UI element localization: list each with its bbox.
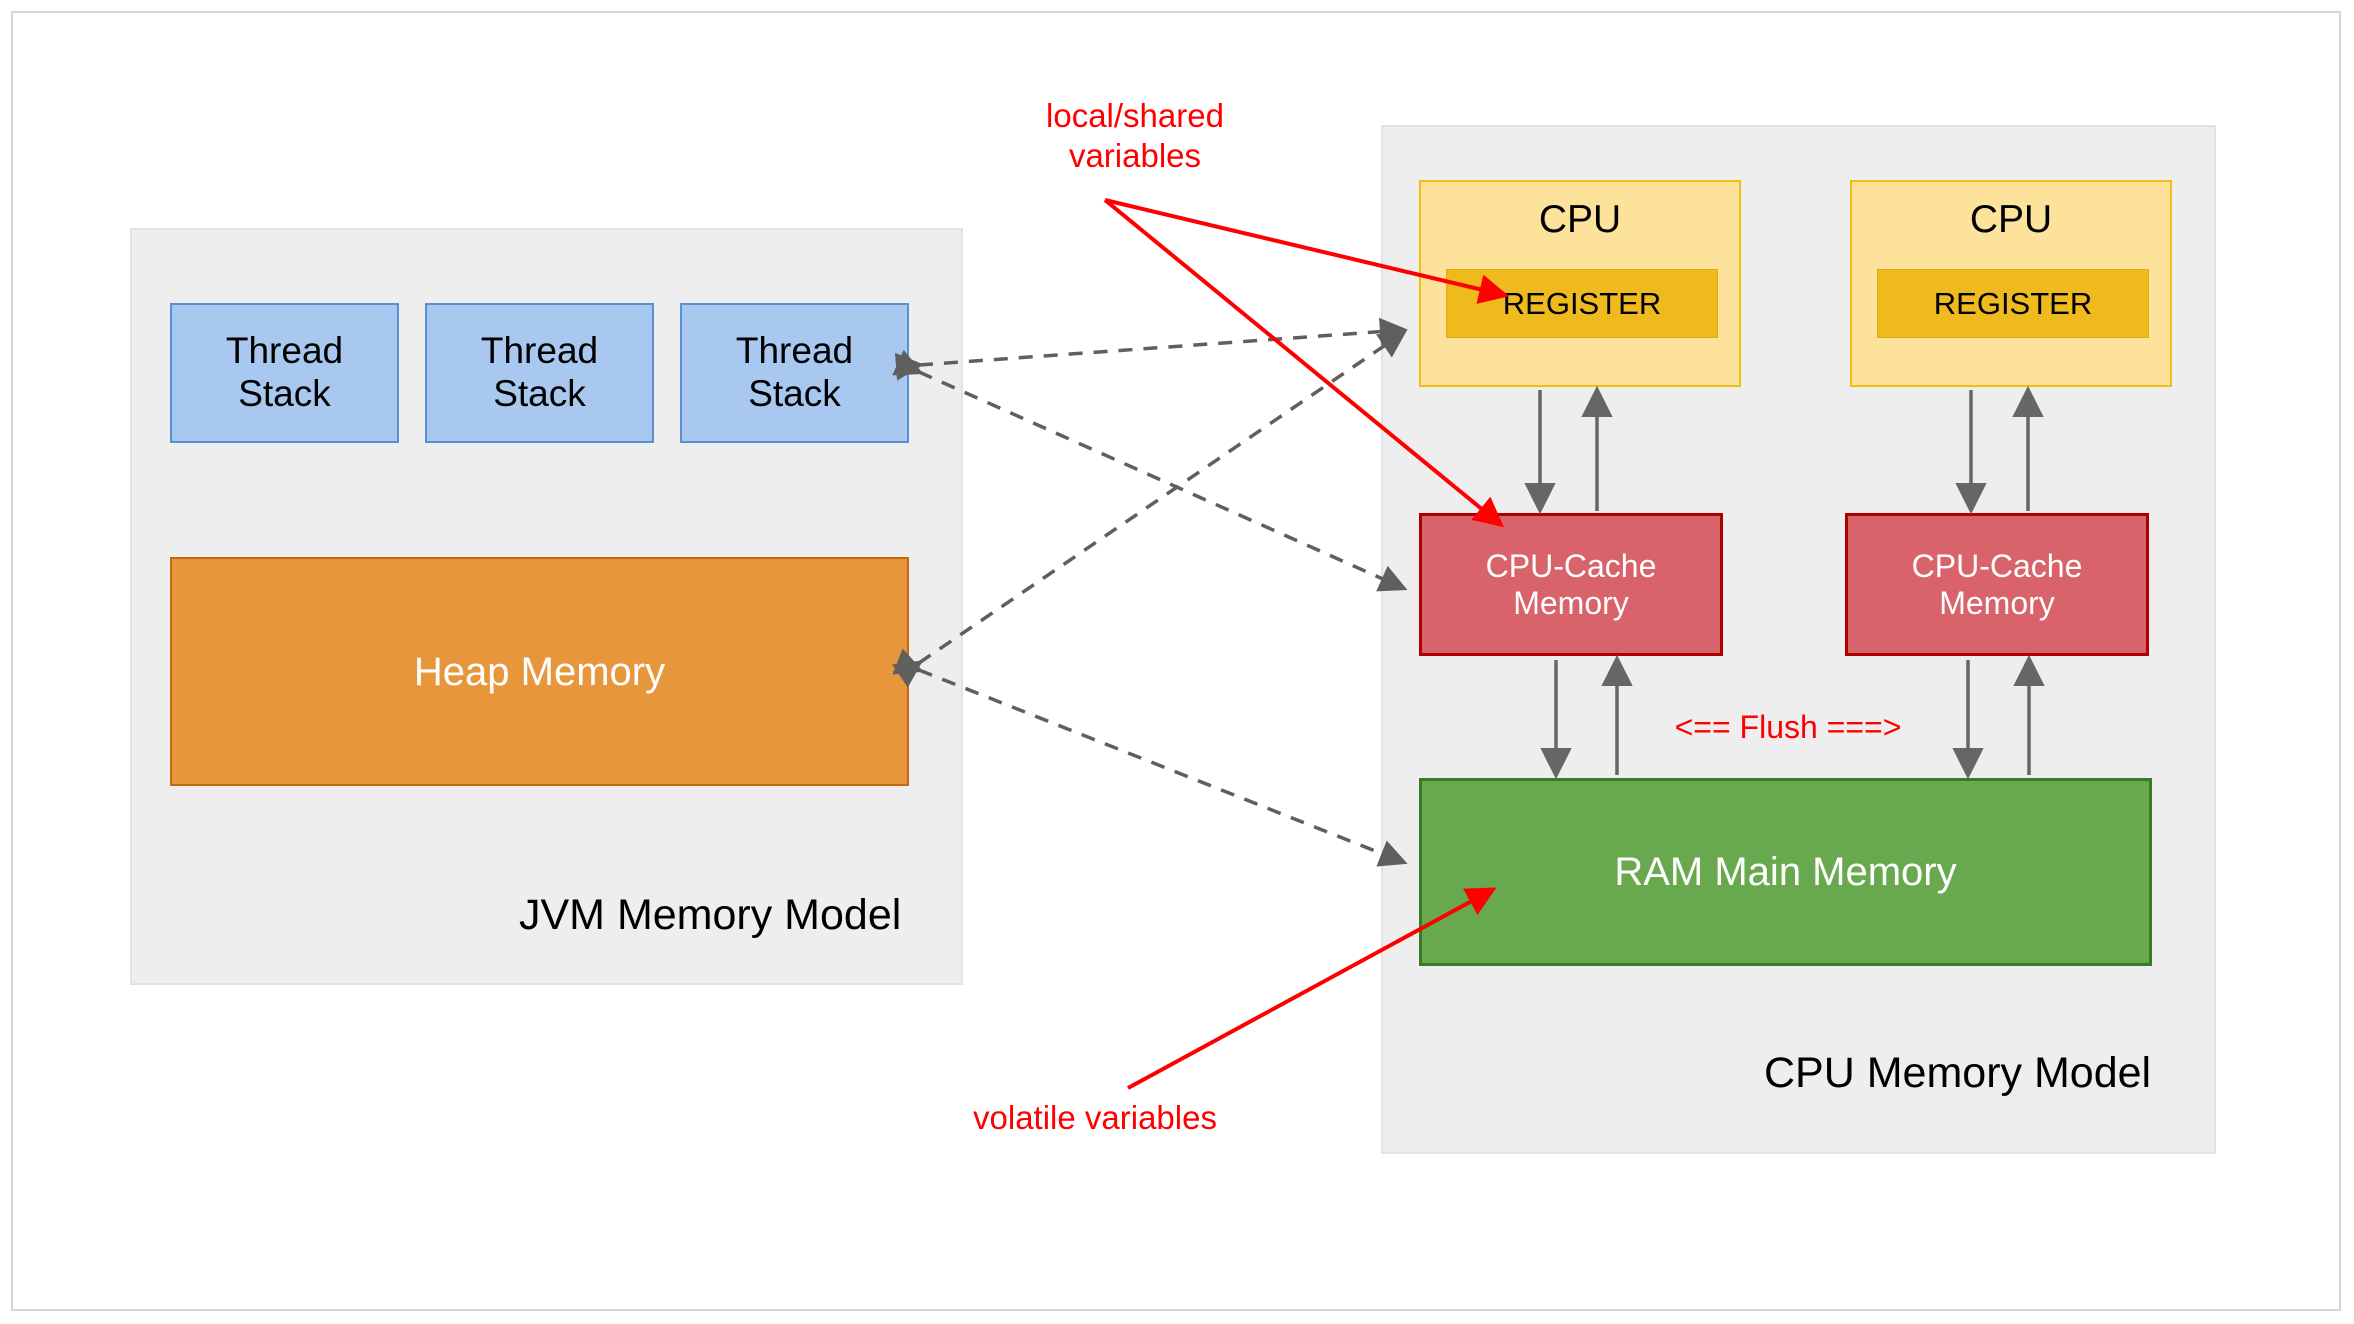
cpu-title-1: CPU xyxy=(1538,198,1622,241)
cpu-cache-memory-box-1[interactable]: CPU-Cache Memory xyxy=(1419,513,1723,656)
cpu-box-1[interactable]: CPU REGISTER xyxy=(1419,180,1741,387)
thread-stack-box-2[interactable]: Thread Stack xyxy=(425,303,654,443)
local-shared-variables-annotation: local/shared variables xyxy=(1046,97,1224,175)
jvm-memory-model-label: JVM Memory Model xyxy=(519,891,902,939)
thread-stack-box-3[interactable]: Thread Stack xyxy=(680,303,909,443)
heap-memory-box[interactable]: Heap Memory xyxy=(170,557,909,786)
cpu-memory-model-label: CPU Memory Model xyxy=(1764,1049,2152,1097)
thread-stack-box-1[interactable]: Thread Stack xyxy=(170,303,399,443)
register-box-1[interactable]: REGISTER xyxy=(1446,269,1718,338)
flush-annotation: <== Flush ===> xyxy=(1674,709,1902,745)
cpu-title-2: CPU xyxy=(1969,198,2053,241)
cpu-cache-memory-box-2[interactable]: CPU-Cache Memory xyxy=(1845,513,2149,656)
ram-main-memory-box[interactable]: RAM Main Memory xyxy=(1419,778,2152,966)
register-box-2[interactable]: REGISTER xyxy=(1877,269,2149,338)
cpu-box-2[interactable]: CPU REGISTER xyxy=(1850,180,2172,387)
volatile-variables-annotation: volatile variables xyxy=(973,1099,1217,1136)
